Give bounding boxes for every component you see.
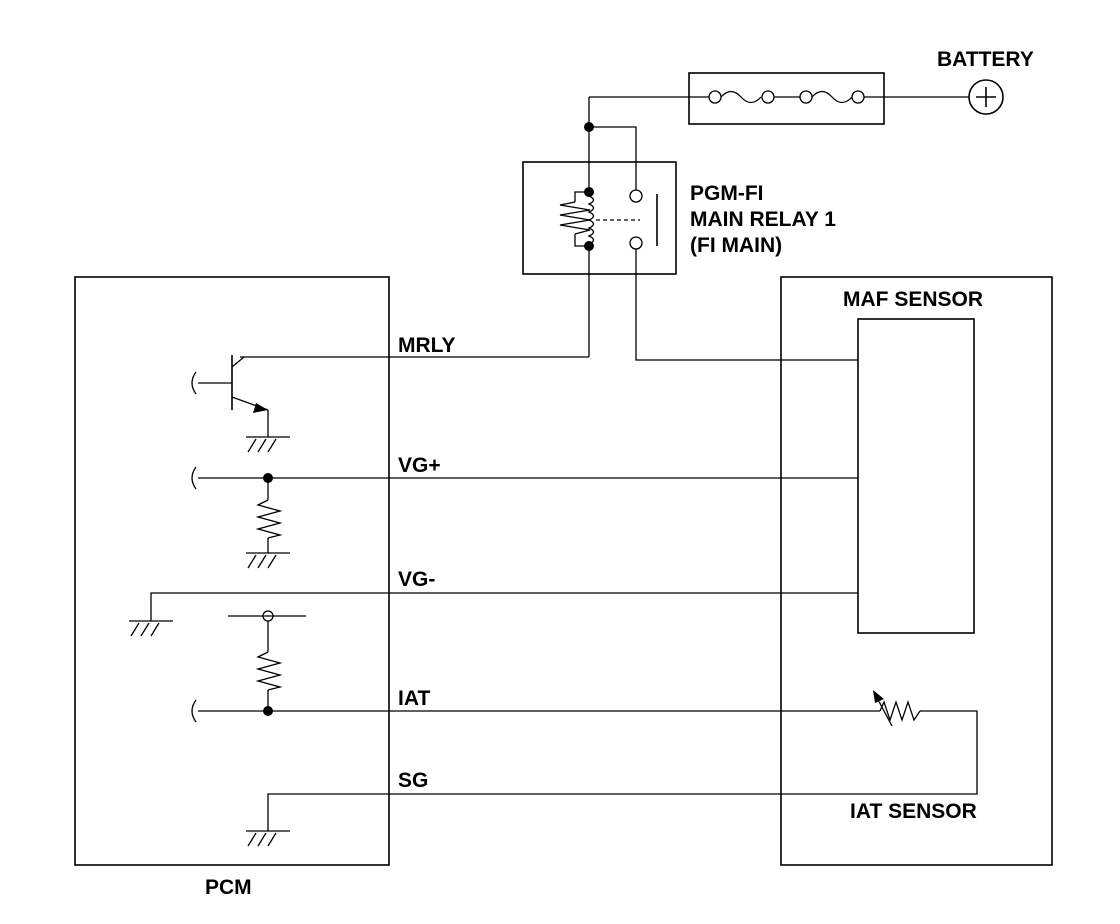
iat-sensor-label: IAT SENSOR <box>850 800 977 823</box>
maf-power-wire <box>635 249 858 361</box>
vg-minus-wire <box>150 592 858 621</box>
battery-label: BATTERY <box>937 48 1034 71</box>
pcm-label: PCM <box>205 876 252 899</box>
maf-sensor-label: MAF SENSOR <box>843 288 983 311</box>
relay-label-line2: MAIN RELAY 1 <box>690 208 836 231</box>
ground-icon <box>246 830 290 847</box>
junction-dot <box>584 122 594 132</box>
relay-contact-feed-wire <box>589 126 637 190</box>
wire-label-vg-plus: VG+ <box>398 454 441 477</box>
connector-icon <box>191 699 197 723</box>
pcm-box <box>74 276 390 866</box>
fuse-icon <box>689 90 884 104</box>
transistor-icon <box>191 355 269 437</box>
wire-label-mrly: MRLY <box>398 334 456 357</box>
wire-label-iat: IAT <box>398 687 430 710</box>
iat-sensor-return-wire <box>781 710 978 795</box>
wire-label-vg-minus: VG- <box>398 568 435 591</box>
ground-icon <box>129 620 173 637</box>
resistor-icon <box>255 621 283 711</box>
sg-wire <box>267 793 781 831</box>
junction-dot <box>263 706 273 716</box>
fuse-box <box>688 72 885 125</box>
ground-icon <box>246 436 290 453</box>
resistor-icon <box>255 478 283 553</box>
relay-label-line1: PGM-FI <box>690 182 764 205</box>
ground-icon <box>246 552 290 569</box>
relay-label-line3: (FI MAIN) <box>690 234 782 257</box>
coil-icon <box>559 191 640 247</box>
connector-icon <box>191 466 197 490</box>
maf-iat-housing <box>780 276 1053 866</box>
battery-terminal <box>968 79 1004 115</box>
thermistor-icon <box>873 690 921 727</box>
wire-label-sg: SG <box>398 769 428 792</box>
maf-sensor-element <box>857 318 975 634</box>
relay-box <box>522 161 677 275</box>
